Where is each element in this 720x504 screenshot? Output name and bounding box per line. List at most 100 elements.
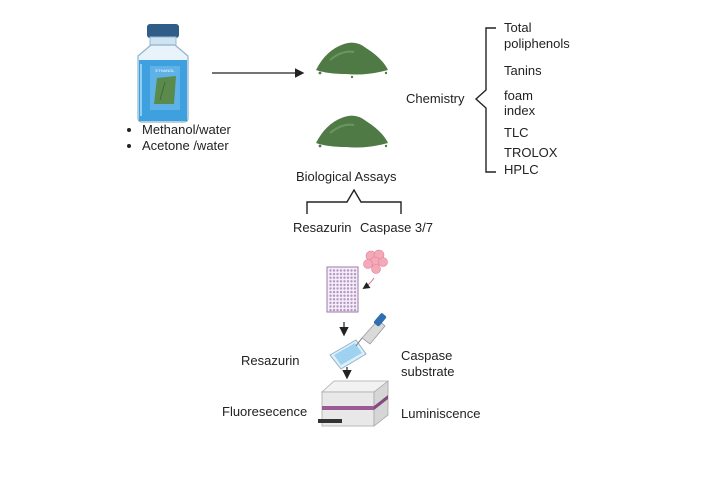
microplate-well (332, 294, 336, 297)
microplate-well (353, 280, 357, 283)
solvent-item: Methanol/water (142, 122, 231, 138)
chemistry-brace (474, 27, 496, 173)
microplate-well (339, 294, 343, 297)
microplate-well (339, 269, 343, 272)
microplate-well (343, 283, 346, 287)
microplate-well (336, 305, 339, 308)
microplate-icon (326, 266, 359, 313)
microplate-well (350, 305, 353, 308)
microplate-well (332, 269, 336, 272)
microplate-well (329, 301, 332, 305)
microplate-well (350, 298, 353, 301)
microplate-well (353, 308, 357, 312)
microplate-well (343, 305, 346, 308)
microplate-well (343, 294, 346, 297)
microplate-well (346, 301, 350, 305)
microplate-well (353, 283, 357, 287)
microplate-well (339, 276, 343, 279)
microplate-well (343, 290, 346, 294)
extract-bottle-icon: ETHANOL (137, 24, 189, 123)
microplate-well (329, 305, 332, 308)
microplate-well (346, 269, 350, 272)
microplate-well (353, 305, 357, 308)
microplate-well (336, 290, 339, 294)
solvent-item: Acetone /water (142, 138, 231, 154)
microplate-well (329, 287, 332, 290)
chemistry-label: Chemistry (406, 91, 465, 106)
microplate-well (332, 298, 336, 301)
microplate-well (353, 287, 357, 290)
microplate-well (339, 301, 343, 305)
assays-brace (306, 188, 402, 214)
microplate-well (353, 272, 357, 276)
reagent-resazurin: Resazurin (241, 353, 300, 368)
test-total-poliphenols-line2: poliphenols (504, 36, 570, 51)
microplate-well (336, 283, 339, 287)
microplate-well (353, 276, 357, 279)
test-foam-index-line1: foam (504, 88, 533, 103)
assay-caspase: Caspase 3/7 (360, 220, 433, 235)
solvent-list: Methanol/water Acetone /water (124, 122, 231, 154)
microplate-well (343, 308, 346, 312)
microplate-well (332, 287, 336, 290)
assay-resazurin: Resazurin (293, 220, 352, 235)
microplate-well (339, 280, 343, 283)
microplate-well (346, 305, 350, 308)
microplate-well (336, 301, 339, 305)
microplate-well (339, 298, 343, 301)
readout-luminescence: Luminiscence (401, 406, 481, 421)
powder-pile-icon-2 (316, 115, 388, 148)
microplate-well (350, 280, 353, 283)
microplate-well (346, 298, 350, 301)
microplate-well (353, 290, 357, 294)
microplate-well (332, 301, 336, 305)
microplate-well (346, 294, 350, 297)
microplate-well (339, 308, 343, 312)
microplate-well (329, 269, 332, 272)
microplate-well (346, 287, 350, 290)
reagent-caspase-line1: Caspase (401, 348, 453, 363)
microplate-well (350, 290, 353, 294)
microplate-well (343, 301, 346, 305)
microplate-well (353, 301, 357, 305)
microplate-well (346, 276, 350, 279)
test-tanins: Tanins (504, 63, 542, 78)
microplate-well (336, 294, 339, 297)
pipette-plate-icon (329, 313, 387, 370)
microplate-well (339, 305, 343, 308)
microplate-well (332, 280, 336, 283)
powder-pile-icon (316, 42, 388, 79)
readout-fluorescence: Fluoresecence (222, 404, 308, 419)
microplate-well (329, 308, 332, 312)
microplate-well (339, 272, 343, 276)
microplate-well (343, 287, 346, 290)
microplate-well (350, 272, 353, 276)
microplate-well (332, 305, 336, 308)
microplate-well (346, 308, 350, 312)
microplate-well (339, 287, 343, 290)
microplate-well (336, 308, 339, 312)
microplate-well (329, 290, 332, 294)
microplate-well (353, 269, 357, 272)
microplate-well (353, 294, 357, 297)
microplate-well (350, 308, 353, 312)
microplate-well (329, 276, 332, 279)
cell-cluster-icon (363, 249, 388, 274)
microplate-well (346, 280, 350, 283)
seeding-arrow (362, 277, 375, 289)
microplate-well (336, 269, 339, 272)
microplate-well (329, 272, 332, 276)
test-hplc: HPLC (504, 162, 539, 177)
microplate-well (343, 280, 346, 283)
microplate-well (329, 280, 332, 283)
microplate-well (346, 283, 350, 287)
microplate-well (343, 269, 346, 272)
microplate-well (350, 301, 353, 305)
microplate-well (350, 287, 353, 290)
microplate-well (339, 290, 343, 294)
reagent-caspase-line2: substrate (401, 364, 455, 379)
microplate-well (332, 290, 336, 294)
microplate-well (336, 298, 339, 301)
